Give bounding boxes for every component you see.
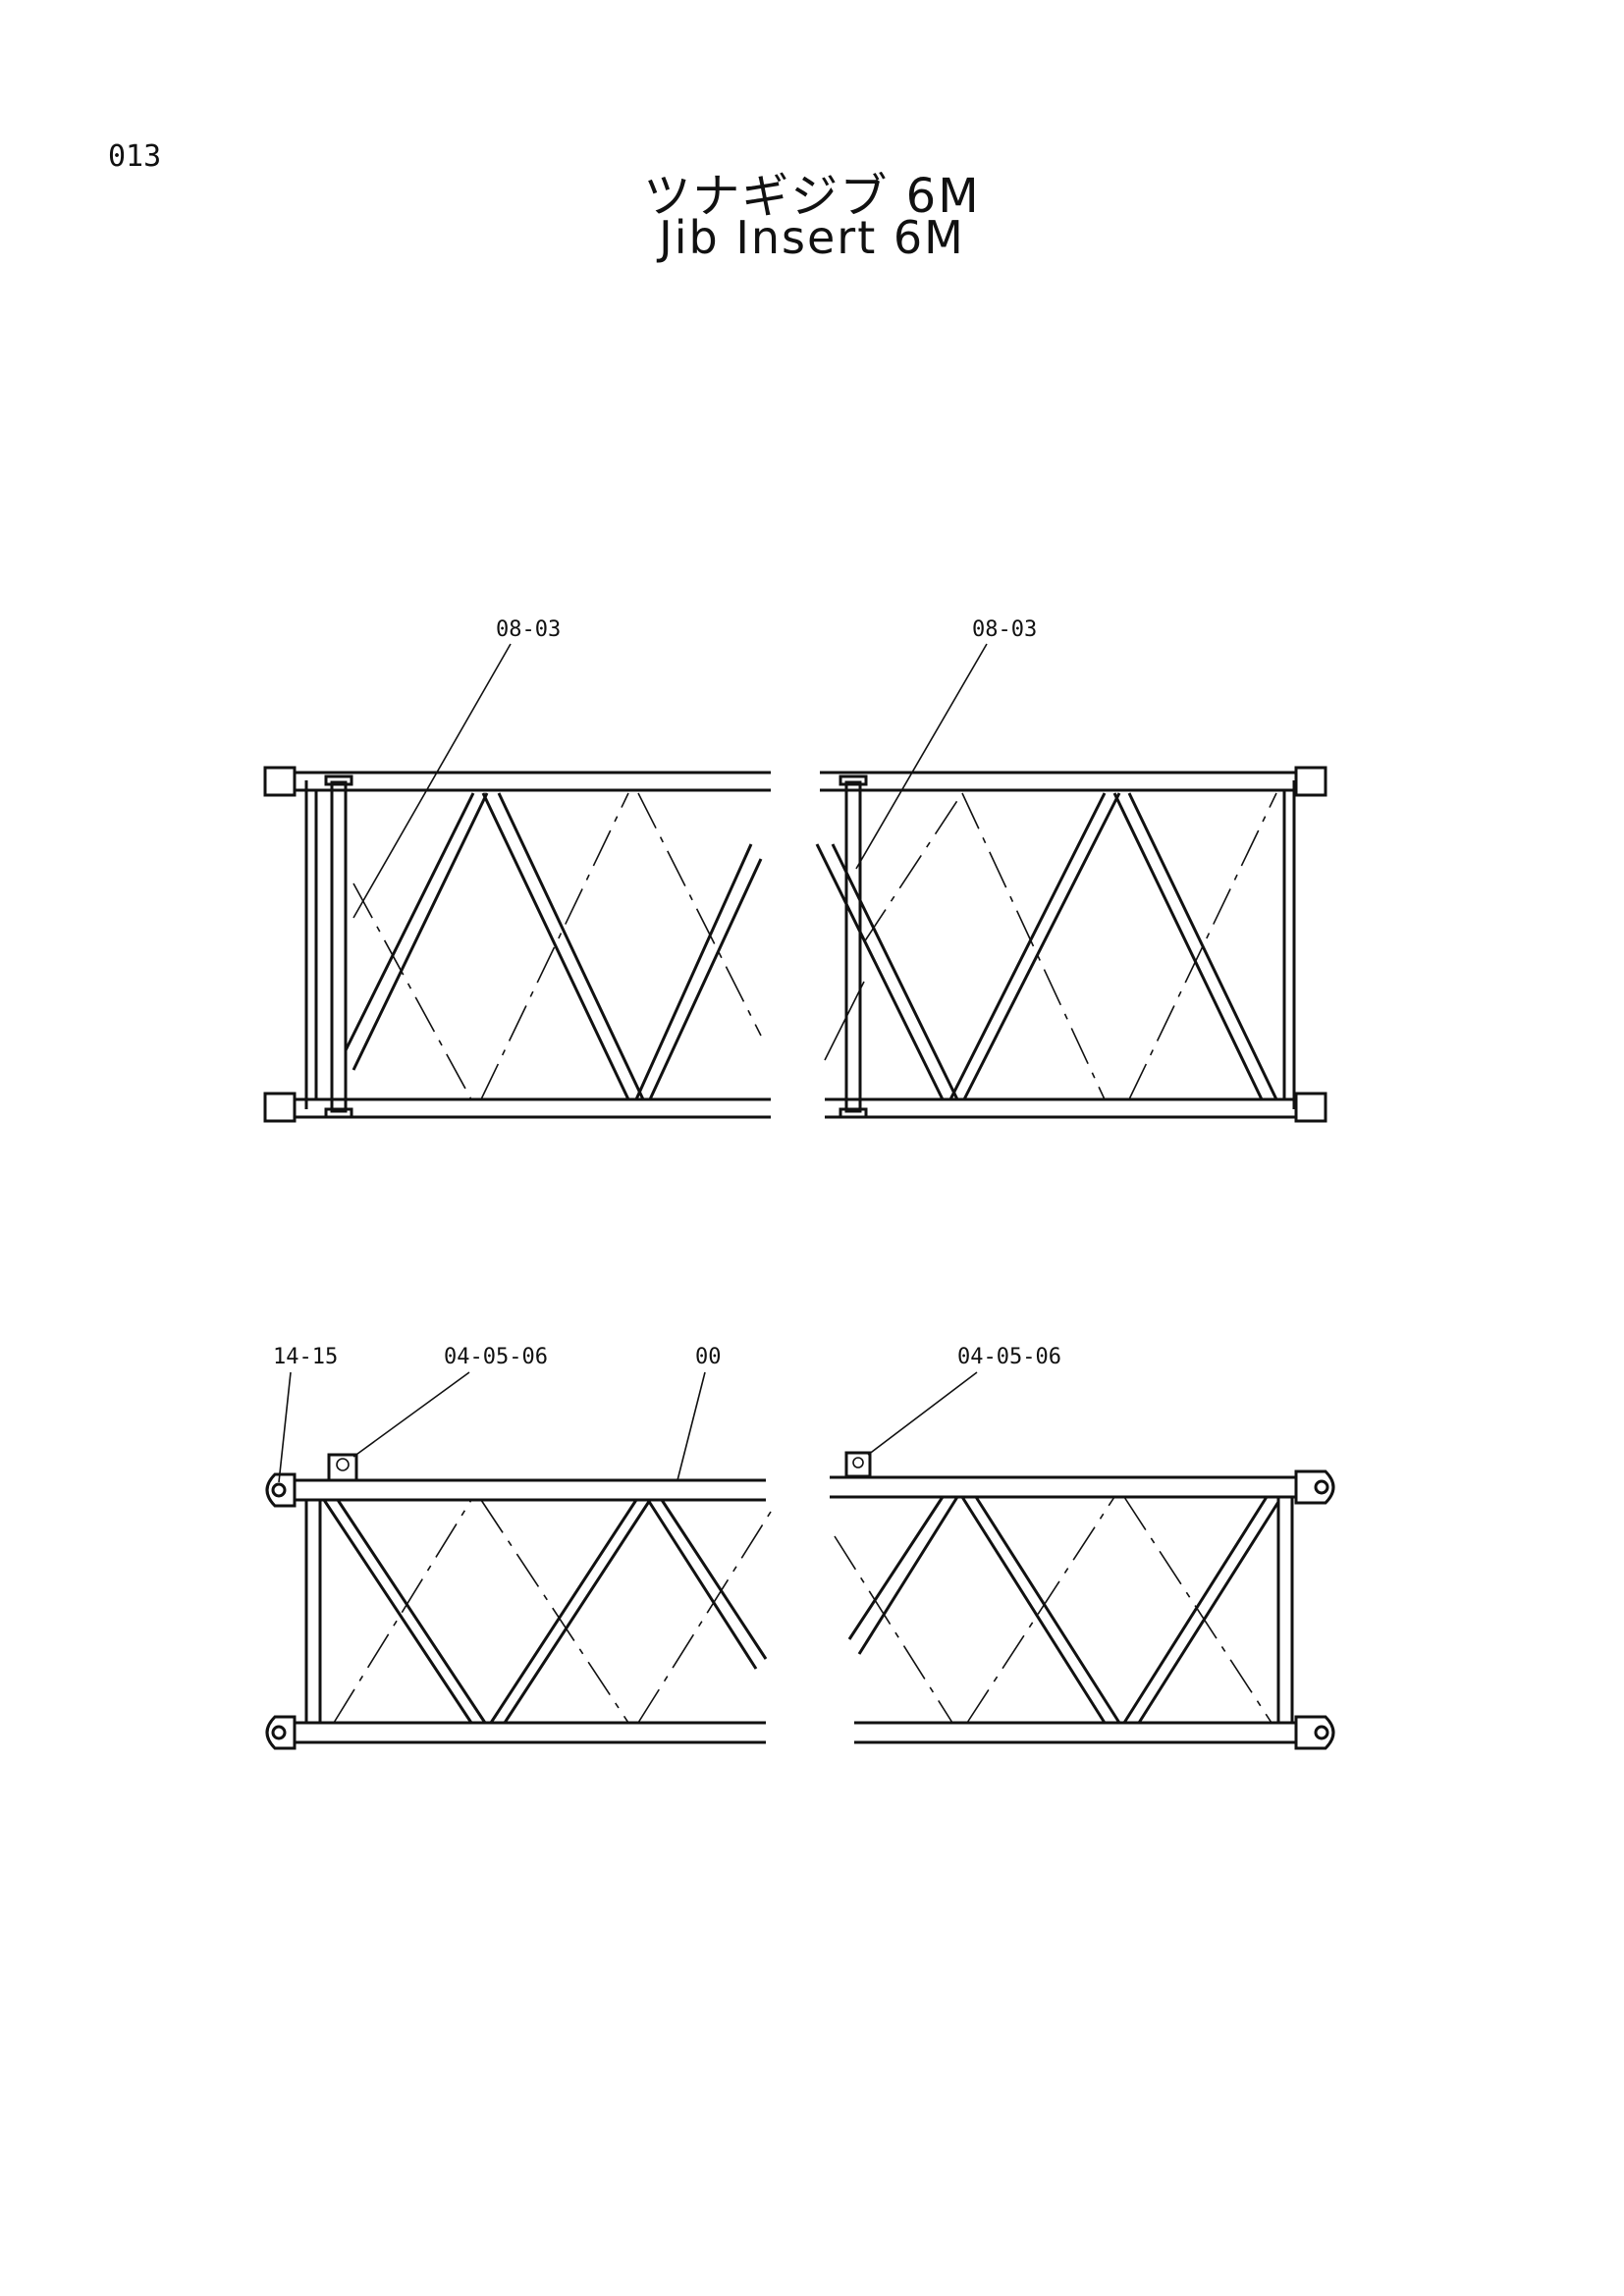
- callout-top-right: 08-03: [972, 617, 1037, 642]
- leader-00: [677, 1371, 706, 1481]
- side-view-right-section: [830, 1451, 1335, 1750]
- callout-04-05-06-left: 04-05-06: [444, 1345, 548, 1369]
- leader-top-left: [352, 643, 512, 919]
- leader-14-15: [278, 1371, 292, 1483]
- callout-top-left: 08-03: [496, 617, 561, 642]
- leader-04-05-06-right: [867, 1371, 978, 1456]
- callout-00: 00: [695, 1345, 722, 1369]
- page-number: 013: [108, 139, 162, 174]
- top-view-right-section: [815, 766, 1327, 1123]
- leader-top-right: [855, 643, 988, 870]
- callout-04-05-06-right: 04-05-06: [957, 1345, 1061, 1369]
- top-view-left-section: [263, 766, 771, 1123]
- callout-14-15: 14-15: [273, 1345, 338, 1369]
- side-view-left-section: [265, 1453, 772, 1750]
- title-japanese: ツナギジブ 6M: [643, 169, 981, 224]
- leader-04-05-06-left: [352, 1371, 470, 1458]
- title-english: Jib Insert 6M: [659, 211, 965, 264]
